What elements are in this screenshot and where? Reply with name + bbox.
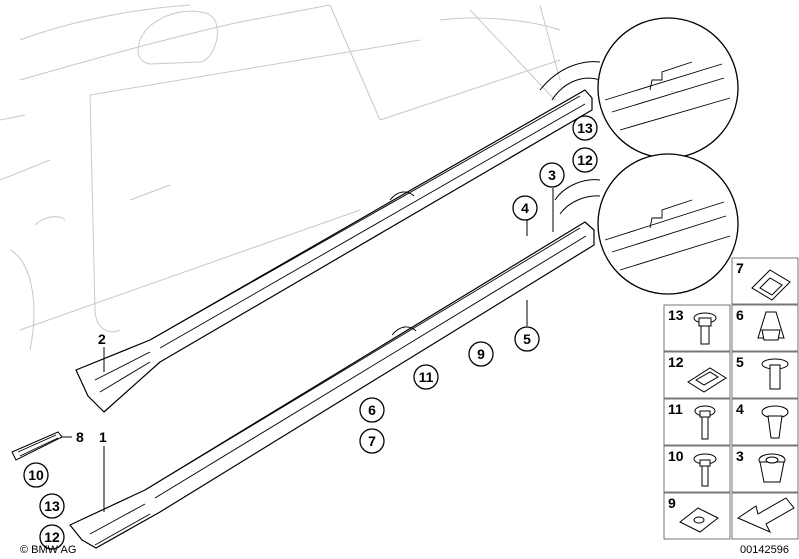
svg-text:9: 9	[668, 495, 676, 511]
svg-text:6: 6	[368, 402, 376, 418]
callout-12-top: 12	[572, 147, 598, 173]
svg-text:13: 13	[44, 498, 60, 514]
clip-icon	[757, 311, 785, 341]
svg-text:10: 10	[668, 448, 684, 464]
svg-text:12: 12	[577, 152, 593, 168]
spring-nut-icon	[687, 367, 727, 393]
direction-arrow-icon	[736, 497, 795, 534]
svg-text:5: 5	[523, 331, 531, 347]
slide-clip-icon	[751, 269, 791, 301]
svg-text:13: 13	[577, 120, 593, 136]
svg-text:12: 12	[668, 354, 684, 370]
callout-13-top: 13	[572, 115, 598, 141]
detail-zoom-upper: — —	[539, 17, 739, 159]
part-cell-arrow	[731, 492, 799, 540]
svg-text:10: 10	[28, 467, 44, 483]
parts-grid: 7 13 6 12	[663, 257, 799, 540]
svg-text:— —: — —	[670, 88, 679, 93]
small-strip-part	[11, 431, 63, 461]
callout-7: 7	[359, 428, 385, 454]
label-1: 1	[99, 429, 107, 445]
callout-4: 4	[512, 195, 538, 221]
part-cell-7: 7	[731, 257, 799, 305]
svg-text:5: 5	[736, 354, 744, 370]
callout-11: 11	[413, 364, 439, 390]
part-cell-3: 3	[731, 445, 799, 493]
washer-screw-icon	[693, 453, 717, 487]
side-sill-cover-upper	[75, 89, 593, 413]
callout-10: 10	[23, 462, 49, 488]
svg-text:11: 11	[668, 401, 683, 417]
callout-12-left: 12	[39, 524, 65, 550]
side-sill-cover-lower	[69, 221, 595, 549]
svg-text:7: 7	[736, 260, 744, 276]
label-8: 8	[76, 429, 84, 445]
svg-text:12: 12	[44, 529, 60, 545]
car-body-outline	[0, 4, 561, 351]
nut-plate-icon	[679, 507, 719, 533]
detail-zoom-lower	[554, 153, 739, 295]
callout-6: 6	[359, 397, 385, 423]
hex-screw-icon	[694, 405, 716, 440]
callout-13-left: 13	[39, 493, 65, 519]
svg-text:6: 6	[736, 307, 744, 323]
grommet-icon	[758, 453, 786, 483]
part-cell-10: 10	[663, 445, 731, 493]
copyright-text: © BMW AG	[20, 544, 76, 556]
leader-lines	[62, 188, 554, 512]
callout-9: 9	[468, 341, 494, 367]
svg-text:4: 4	[521, 200, 529, 216]
part-cell-4: 4	[731, 398, 799, 446]
expanding-rivet-icon	[761, 405, 789, 439]
part-cell-6: 6	[731, 304, 799, 352]
part-cell-11: 11	[663, 398, 731, 446]
svg-text:7: 7	[368, 433, 376, 449]
callout-3: 3	[539, 162, 565, 188]
svg-text:4: 4	[736, 401, 744, 417]
svg-text:13: 13	[668, 307, 684, 323]
part-cell-9: 9	[663, 492, 731, 540]
callout-5: 5	[514, 326, 540, 352]
diagram-number: 00142596	[740, 544, 789, 556]
label-2: 2	[98, 331, 106, 347]
flange-screw-icon	[693, 312, 717, 345]
svg-text:3: 3	[736, 448, 744, 464]
svg-text:9: 9	[477, 346, 485, 362]
svg-text:3: 3	[548, 167, 556, 183]
part-cell-12: 12	[663, 351, 731, 399]
part-cell-5: 5	[731, 351, 799, 399]
part-cell-13: 13	[663, 304, 731, 352]
svg-text:11: 11	[419, 369, 434, 385]
expanding-rivet-icon	[761, 358, 789, 390]
